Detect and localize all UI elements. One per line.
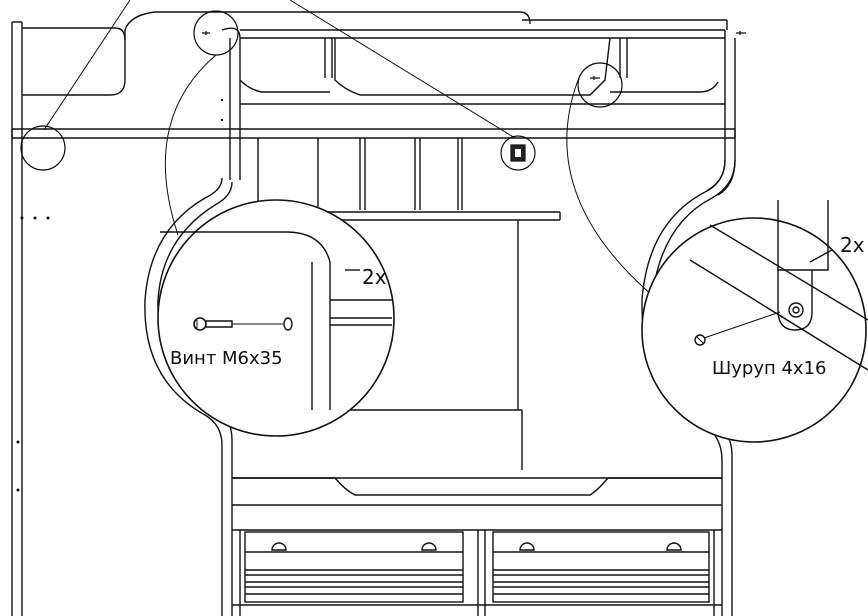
- drawer-left: [244, 531, 464, 603]
- right-part-label: Шуруп 4х16: [712, 358, 826, 379]
- left-side-panel: [11, 11, 531, 616]
- panel-dots: [16, 98, 224, 492]
- lower-frame: [232, 477, 722, 616]
- drawer-right: [477, 530, 710, 616]
- left-detail-zoom: [157, 199, 395, 437]
- left-part-label: Винт М6х35: [170, 348, 283, 369]
- leader-lines: [43, 0, 516, 139]
- left-qty-label: 2x: [362, 265, 387, 289]
- right-qty-label: 2x: [840, 233, 865, 257]
- right-detail-zoom: [641, 200, 868, 443]
- connection-arcs: [164, 54, 671, 311]
